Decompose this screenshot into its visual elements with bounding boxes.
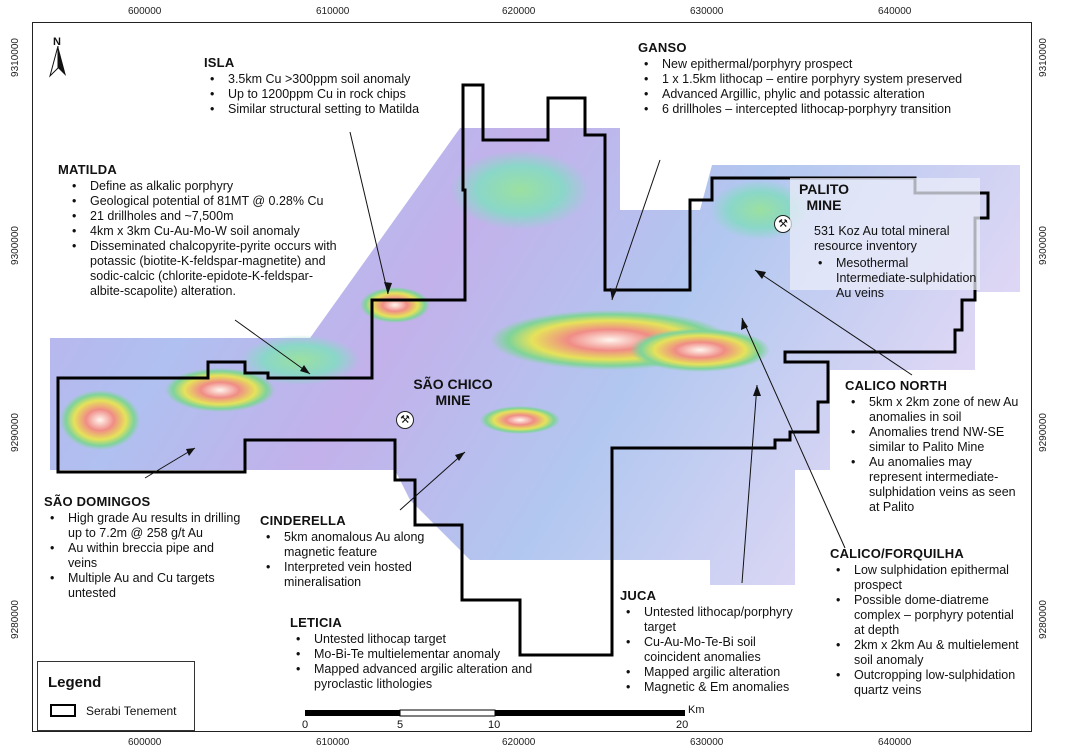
annotation-item: Possible dome-diatreme complex – porphyr…: [836, 593, 1026, 638]
annotation-item: Mo-Bi-Te multielementar anomaly: [296, 647, 580, 662]
north-arrow-icon: [49, 46, 66, 78]
annotation-item: Untested lithocap target: [296, 632, 580, 647]
annotation-item: Mapped argilic alteration: [626, 665, 810, 680]
mine-name-palito: PALITO MINE: [798, 181, 850, 213]
annotation-calico-forquilha: CALICO/FORQUILHA Low sulphidation epithe…: [830, 546, 1026, 698]
annotation-cinderella: CINDERELLA 5km anomalous Au along magnet…: [260, 513, 475, 590]
annotation-leticia: LETICIA Untested lithocap target Mo-Bi-T…: [290, 615, 580, 692]
x-tick-top: 630000: [690, 6, 724, 17]
legend-title: Legend: [48, 674, 102, 691]
north-arrow: N: [48, 36, 68, 80]
annotation-item: 3.5km Cu >300ppm soil anomaly: [210, 72, 454, 87]
mine-name-sao-chico: SÃO CHICO MINE: [413, 376, 493, 408]
scale-bar: [305, 709, 685, 717]
annotation-item: 4km x 3km Cu-Au-Mo-W soil anomaly: [72, 224, 343, 239]
annotation-matilda: MATILDA Define as alkalic porphyry Geolo…: [58, 162, 343, 299]
anomaly-zone: [450, 150, 590, 230]
anomaly-hotspot: [60, 390, 140, 450]
annotation-item: Define as alkalic porphyry: [72, 179, 343, 194]
x-tick-bottom: 600000: [128, 737, 162, 748]
annotation-item: Magnetic & Em anomalies: [626, 680, 810, 695]
annotation-isla: ISLA 3.5km Cu >300ppm soil anomaly Up to…: [204, 55, 454, 117]
annotation-calico-north: CALICO NORTH 5km x 2km zone of new Au an…: [845, 378, 1025, 515]
anomaly-hotspot: [480, 406, 560, 434]
annotation-title: CALICO NORTH: [845, 378, 948, 393]
annotation-item: Untested lithocap/porphyry target: [626, 605, 810, 635]
annotation-item: Geological potential of 81MT @ 0.28% Cu: [72, 194, 343, 209]
legend-item-label: Serabi Tenement: [86, 704, 177, 718]
x-tick-bottom: 640000: [878, 737, 912, 748]
annotation-ganso: GANSO New epithermal/porphyry prospect 1…: [638, 40, 998, 117]
annotation-item: Up to 1200ppm Cu in rock chips: [210, 87, 454, 102]
annotation-item: 21 drillholes and ~7,500m: [72, 209, 343, 224]
x-tick-top: 610000: [316, 6, 350, 17]
annotation-item: Interpreted vein hosted mineralisation: [266, 560, 475, 590]
annotation-item: 5km anomalous Au along magnetic feature: [266, 530, 475, 560]
anomaly-hotspot: [360, 287, 430, 323]
annotation-item: Au within breccia pipe and veins: [50, 541, 244, 571]
annotation-palito: 531 Koz Au total mineral resource invent…: [814, 224, 980, 301]
annotation-title: JUCA: [620, 588, 657, 603]
annotation-title: ISLA: [204, 55, 235, 70]
annotation-title: GANSO: [638, 40, 687, 55]
north-label: N: [53, 36, 61, 48]
annotation-item: Low sulphidation epithermal prospect: [836, 563, 1026, 593]
annotation-title: CALICO/FORQUILHA: [830, 546, 964, 561]
scale-label: 0: [302, 719, 309, 731]
annotation-item: 6 drillholes – intercepted lithocap-porp…: [644, 102, 998, 117]
x-tick-bottom: 630000: [690, 737, 724, 748]
x-tick-top: 640000: [878, 6, 912, 17]
x-tick-bottom: 610000: [316, 737, 350, 748]
annotation-title: MATILDA: [58, 162, 117, 177]
anomaly-zone: [240, 335, 360, 385]
x-tick-top: 600000: [128, 6, 162, 17]
annotation-item: High grade Au results in drilling up to …: [50, 511, 244, 541]
annotation-item: Outcropping low-sulphidation quartz vein…: [836, 668, 1026, 698]
annotation-item: Mapped advanced argilic alteration and p…: [296, 662, 580, 692]
annotation-item: Advanced Argillic, phylic and potassic a…: [644, 87, 998, 102]
scale-label: 20: [676, 719, 689, 731]
annotation-juca: JUCA Untested lithocap/porphyry target C…: [620, 588, 810, 695]
annotation-item: Cu-Au-Mo-Te-Bi soil coincident anomalies: [626, 635, 810, 665]
annotation-item: Similar structural setting to Matilda: [210, 102, 454, 117]
annotation-item: Disseminated chalcopyrite-pyrite occurs …: [72, 239, 343, 299]
palito-line-1: 531 Koz Au total mineral resource invent…: [814, 224, 950, 253]
scale-label: 5: [397, 719, 404, 731]
annotation-item: 5km x 2km zone of new Au anomalies in so…: [851, 395, 1025, 425]
leader-arrowheads: [186, 270, 766, 461]
tenement-boundary: [56, 83, 990, 657]
x-tick-top: 620000: [502, 6, 536, 17]
legend: Legend Serabi Tenement: [37, 661, 195, 731]
palito-line-2: Mesothermal Intermediate-sulphidation Au…: [818, 256, 980, 301]
tenement-swatch: [50, 704, 76, 717]
annotation-item: Au anomalies may represent intermediate-…: [851, 455, 1025, 515]
annotation-item: Anomalies trend NW-SE similar to Palito …: [851, 425, 1025, 455]
anomaly-hotspot: [630, 328, 770, 372]
annotation-item: 2km x 2km Au & multielement soil anomaly: [836, 638, 1026, 668]
annotation-title: LETICIA: [290, 615, 342, 630]
scale-label: 10: [488, 719, 501, 731]
scale-unit: Km: [688, 704, 705, 716]
annotation-item: Multiple Au and Cu targets untested: [50, 571, 244, 601]
annotation-item: New epithermal/porphyry prospect: [644, 57, 998, 72]
annotation-title: SÃO DOMINGOS: [44, 494, 151, 509]
x-tick-bottom: 620000: [502, 737, 536, 748]
leader-lines: [144, 131, 913, 584]
annotation-sao-domingos: SÃO DOMINGOS High grade Au results in dr…: [44, 494, 244, 601]
pickaxe-icon: ⚒: [396, 411, 414, 429]
annotation-title: CINDERELLA: [260, 513, 346, 528]
annotation-item: 1 x 1.5km lithocap – entire porphyry sys…: [644, 72, 972, 87]
